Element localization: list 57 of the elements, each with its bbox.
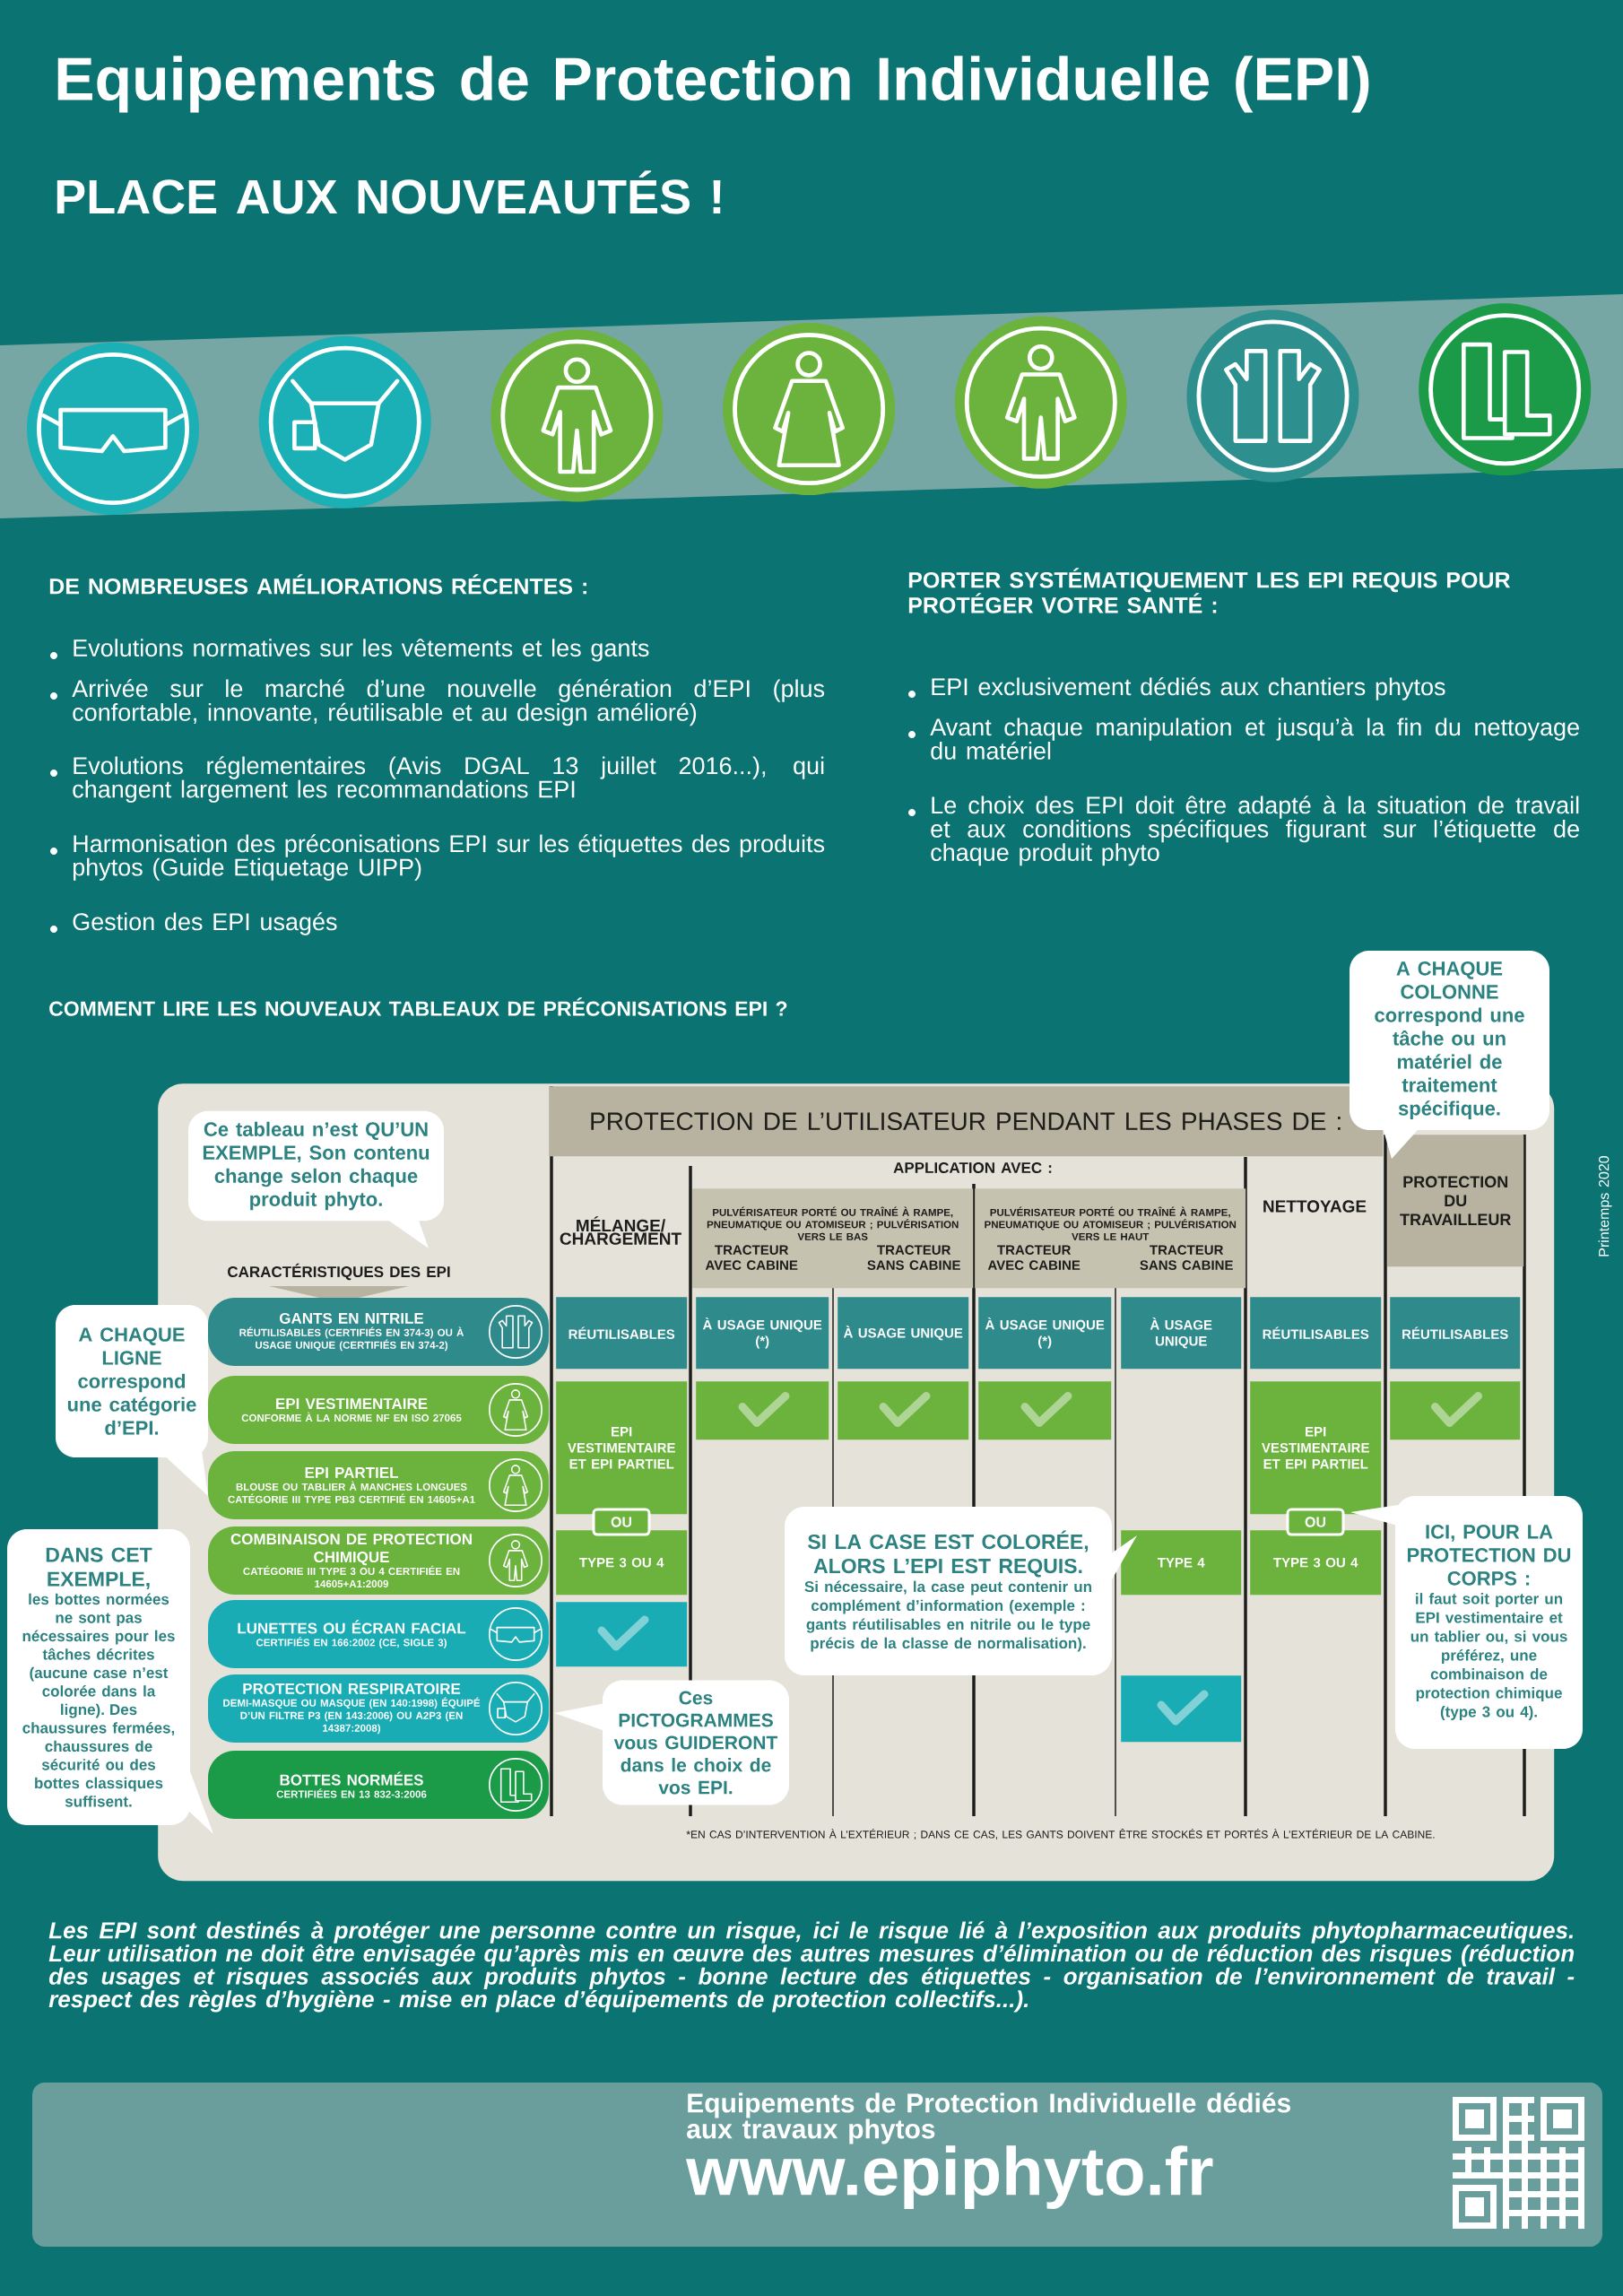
column-header: PROTECTION DU TRAVAILLEUR <box>1387 1135 1524 1267</box>
table-cell: RÉUTILISABLES <box>1390 1297 1521 1370</box>
speech-bubble: SI LA CASE EST COLORÉE, ALORS L’EPI EST REQUIS. Si nécessaire, la case peut contenir un complément d’information (exemple : gants réutilisables en nitrile ou le type précis de la classe de normalisation). <box>785 1507 1137 1675</box>
bullet-text: Harmonisation des préconisations EPI sur les étiquettes des produits phytos (Guide Etiquetage UIPP) <box>73 834 825 881</box>
speech-bubble: Ces PICTOGRAMMES vous GUIDERONT dans le choix de vos EPI. <box>554 1680 789 1805</box>
node-label: TRACTEUR SANS CABINE <box>1140 1245 1233 1270</box>
table-cell: À USAGE UNIQUE (*) <box>696 1297 829 1370</box>
column-header: PULVÉRISATEUR PORTÉ OU TRAÎNÉ À RAMPE, PNEUMATIQUE OU ATOMISEUR ; PULVÉRISATION VERS LE HAUT TRACTEUR AVEC CABINE TRACTEUR SANS CABINE <box>975 1188 1246 1289</box>
column-header: PULVÉRISATEUR PORTÉ OU TRAÎNÉ À RAMPE, PNEUMATIQUE OU ATOMISEUR ; PULVÉRISATION VERS LE BAS TRACTEUR AVEC CABINE TRACTEUR SANS CABINE <box>692 1188 974 1289</box>
table-cell: À USAGE UNIQUE <box>1121 1297 1242 1370</box>
node-label: TRACTEUR AVEC CABINE <box>705 1245 798 1270</box>
column-heading: APPLICATION AVEC : <box>893 1162 1052 1174</box>
table-cell: EPI VESTIMENTAIRE ET EPI PARTIEL <box>1250 1381 1382 1515</box>
check-cell <box>556 1602 688 1667</box>
title: Equipements de Protection Individuelle (EPI) <box>57 56 1369 113</box>
bullet-text: Evolutions réglementaires (Avis DGAL 13 juillet 2016...), qui changent largement les recommandations EPI <box>73 756 824 803</box>
table-cell: RÉUTILISABLES <box>1250 1297 1382 1370</box>
bullet-text: Gestion des EPI usagés <box>73 912 337 935</box>
table-cell: RÉUTILISABLES <box>556 1297 688 1370</box>
node-label: PULVÉRISATEUR PORTÉ OU TRAÎNÉ À RAMPE, PNEUMATIQUE OU ATOMISEUR ; PULVÉRISATION VERS LE HAUT <box>985 1206 1237 1240</box>
or-badge: OU <box>1286 1508 1345 1536</box>
header-band: PROTECTION DE L’UTILISATEUR PENDANT LES PHASES DE : <box>549 1086 1384 1157</box>
note-paragraph: Les EPI sont destinés à protéger une personne contre un risque, ici le risque lié à l’exposition aux produits phytopharmaceutiques. Leur utilisation ne doit être envisagée qu’après mis en œuvre des autres mesures d’élimination ou de réduction des risques (réduction des usages et risques associés aux produits phytos - bonne lecture des étiquettes - organisation de l’environnement de travail - respect des règles d’hygiène - mise en place d’équipements de protection collectifs...). <box>48 1921 1575 2013</box>
check-cell <box>696 1381 829 1440</box>
check-cell <box>1390 1381 1521 1440</box>
table-cell: EPI VESTIMENTAIRE ET EPI PARTIEL <box>556 1381 688 1515</box>
node-label: TRACTEUR AVEC CABINE <box>987 1245 1081 1270</box>
website-address: www.epiphyto.fr <box>686 2145 1213 2210</box>
speech-bubble: A CHAQUE COLONNE correspond une tâche ou un matériel de traitement spécifique. <box>1350 951 1549 1159</box>
bullet-text: Arrivée sur le marché d’une nouvelle génération d’EPI (plus confortable, innovante, réutilisable et au design amélioré) <box>72 679 825 726</box>
section-heading: COMMENT LIRE LES NOUVEAUX TABLEAUX DE PRÉCONISATIONS EPI ? <box>49 997 787 1016</box>
check-cell <box>978 1381 1112 1440</box>
bullet-text: Le choix des EPI doit être adapté à la situation de travail et aux conditions spécifiques figurant sur l’étiquette de chaque produit phyto <box>931 796 1579 866</box>
credit-text: Printemps 2020 <box>1598 1156 1612 1257</box>
bullet-text: Evolutions normatives sur les vêtements et les gants <box>74 639 649 662</box>
subtitle: PLACE AUX NOUVEAUTÉS ! <box>56 170 721 214</box>
table-cell: TYPE 3 OU 4 <box>1250 1530 1382 1596</box>
column-heading: NETTOYAGE <box>1263 1200 1367 1213</box>
section-heading: DE NOMBREUSES AMÉLIORATIONS RÉCENTES : <box>49 574 586 595</box>
speech-bubble: Ce tableau n’est QU’UN EXEMPLE, Son contenu change selon chaque produit phyto. <box>188 1110 444 1248</box>
column-heading: CARACTÉRISTIQUES DES EPI <box>228 1263 450 1281</box>
table-cell: À USAGE UNIQUE (*) <box>978 1297 1112 1370</box>
speech-bubble: A CHAQUE LIGNE correspond une catégorie d’EPI. <box>56 1305 208 1496</box>
check-cell <box>838 1381 969 1440</box>
table-cell: TYPE 4 <box>1121 1530 1242 1596</box>
node-label: TRACTEUR SANS CABINE <box>867 1245 960 1270</box>
bullet-text: Avant chaque manipulation et jusqu’à la fin du nettoyage du matériel <box>930 718 1579 760</box>
speech-bubble: DANS CET EXEMPLE, les bottes normées ne sont pas nécessaires pour les tâches décrites (aucune case n’est colorée dans la ligne). Des chaussures fermées, chaussures de sécurité ou des bottes classiques suffisent. <box>7 1529 213 1834</box>
section-heading: PORTER SYSTÉMATIQUEMENT LES EPI REQUIS POUR PROTÉGER VOTRE SANTÉ : <box>908 568 1511 613</box>
check-cell <box>1121 1675 1242 1743</box>
node-label: PULVÉRISATEUR PORTÉ OU TRAÎNÉ À RAMPE, PNEUMATIQUE OU ATOMISEUR ; PULVÉRISATION VERS LE BAS <box>707 1206 959 1240</box>
table-cell: À USAGE UNIQUE <box>838 1297 969 1370</box>
or-badge: OU <box>592 1508 651 1536</box>
footer-text: Equipements de Protection Individuelle dédiés aux travaux phytos <box>687 2092 1290 2144</box>
table-cell: TYPE 3 OU 4 <box>556 1530 688 1596</box>
footnote: *EN CAS D’INTERVENTION À L’EXTÉRIEUR ; DANS CE CAS, LES GANTS DOIVENT ÊTRE STOCKÉS ET PORTÉS À L’EXTÉRIEUR DE LA CABINE. <box>686 1829 1435 1840</box>
bullet-text: EPI exclusivement dédiés aux chantiers phytos <box>932 677 1445 700</box>
